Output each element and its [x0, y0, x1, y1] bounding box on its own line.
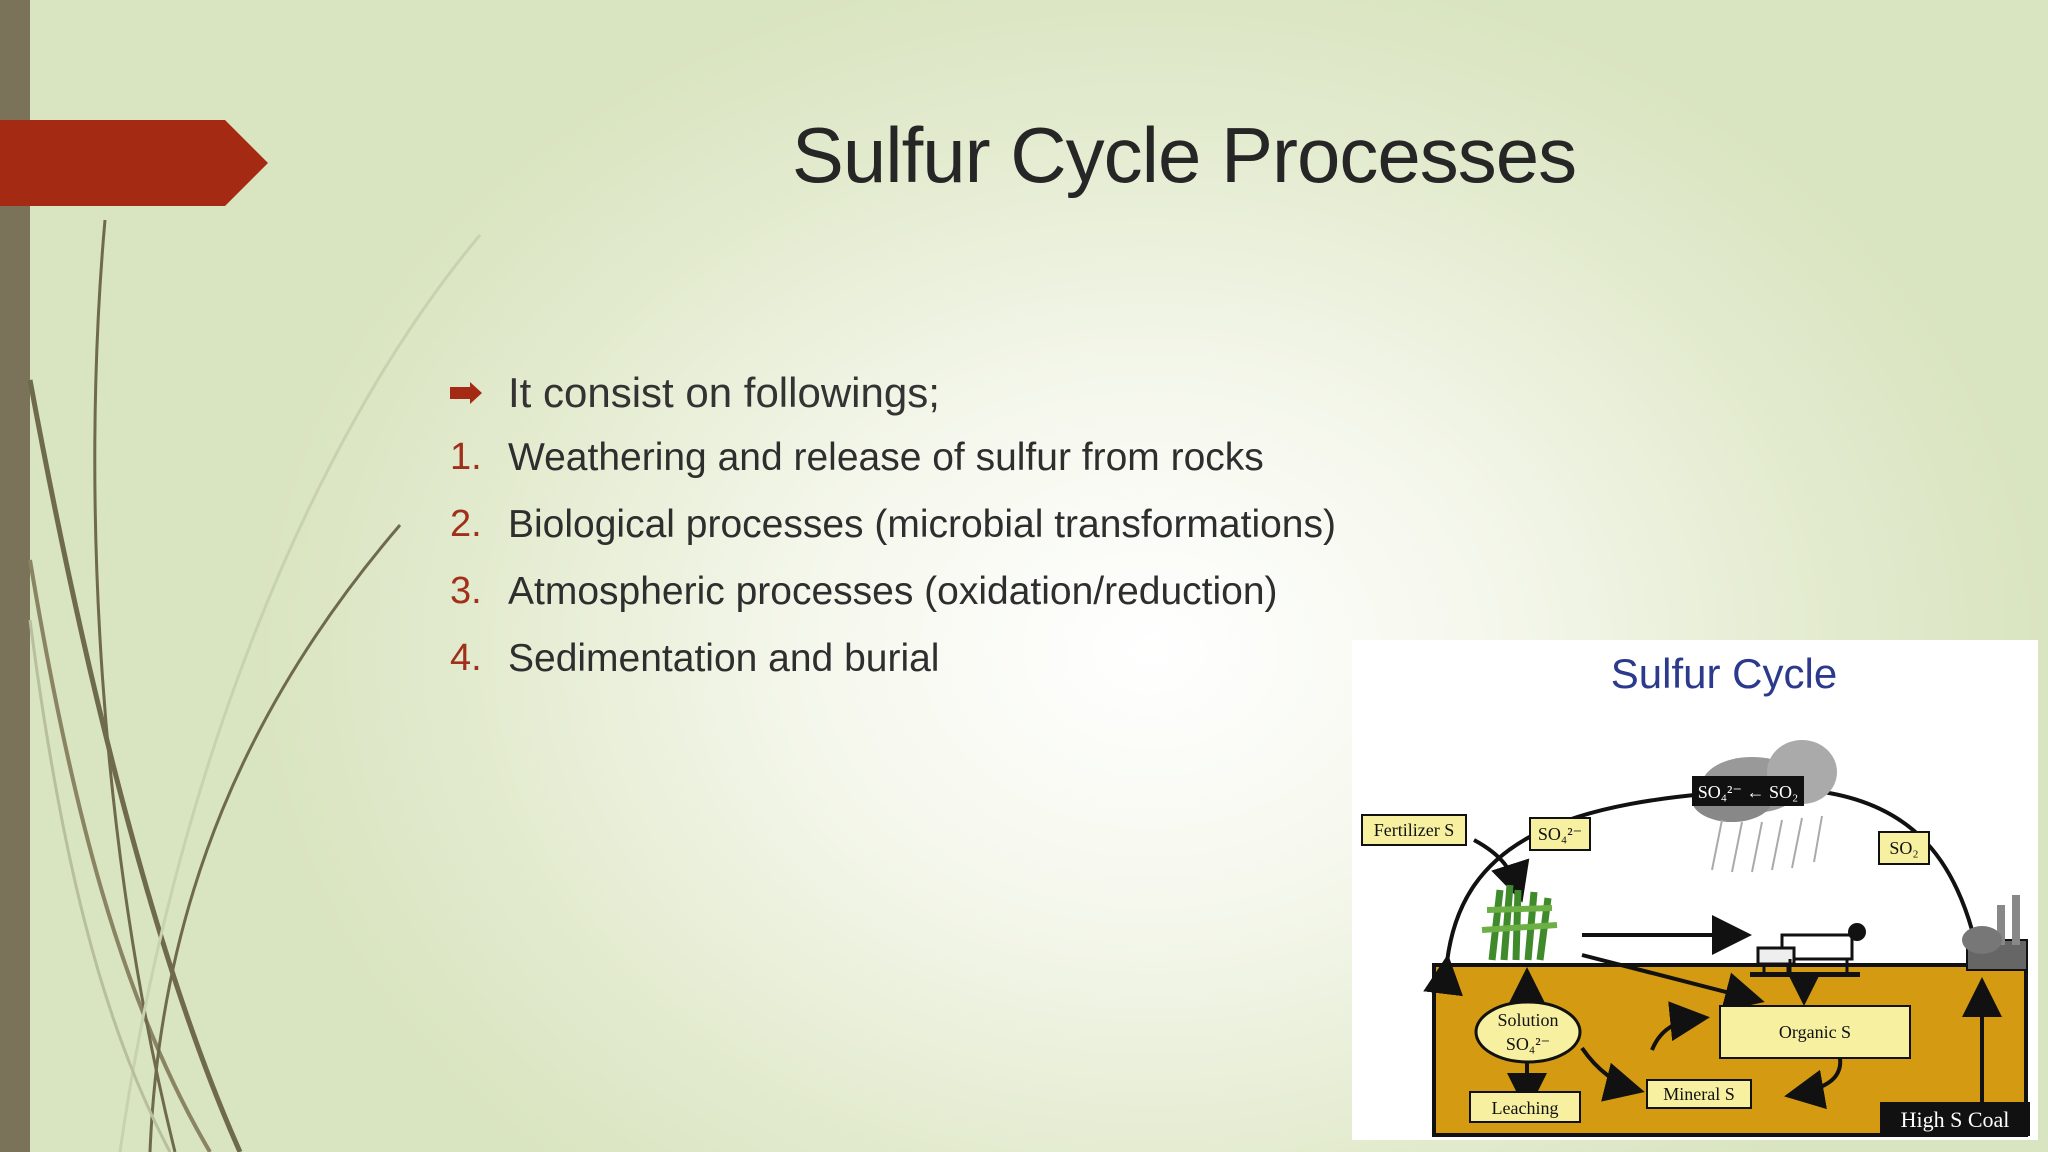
- arrow-bullet-icon: [450, 373, 508, 413]
- solution-label: Solution: [1497, 1010, 1558, 1030]
- list-number: 4.: [450, 637, 482, 679]
- organic-label: Organic S: [1779, 1022, 1851, 1042]
- leaching-label: Leaching: [1492, 1098, 1559, 1118]
- livestock-icon: [1750, 923, 1866, 977]
- factory-icon: [1962, 895, 2028, 971]
- process-list: 1. Weathering and release of sulfur from…: [450, 424, 1350, 692]
- list-text: Biological processes (microbial transfor…: [508, 502, 1336, 546]
- crop-icon: [1481, 884, 1558, 961]
- list-text: Sedimentation and burial: [508, 636, 940, 680]
- slide-content: It consist on followings; 1. Weathering …: [450, 362, 1350, 692]
- mineral-label: Mineral S: [1663, 1084, 1735, 1104]
- diagram-title: Sulfur Cycle: [1611, 650, 1837, 697]
- so4-label: SO₄²⁻: [1538, 824, 1582, 844]
- decorative-leaves: [27, 219, 482, 1152]
- list-item: 1. Weathering and release of sulfur from…: [450, 424, 1350, 491]
- coal-label: High S Coal: [1901, 1107, 2010, 1132]
- fertilizer-label: Fertilizer S: [1374, 820, 1454, 840]
- cloud-label: SO₄²⁻ ← SO₂: [1698, 782, 1798, 802]
- list-text: Weathering and release of sulfur from ro…: [508, 435, 1264, 479]
- intro-text: It consist on followings;: [508, 369, 940, 416]
- solution-so4-label: SO₄²⁻: [1506, 1034, 1550, 1054]
- sulfur-cycle-diagram: Sulfur Cycle: [1352, 640, 2038, 1140]
- intro-bullet: It consist on followings;: [450, 362, 1350, 424]
- so2-label: SO₂: [1889, 838, 1918, 858]
- list-text: Atmospheric processes (oxidation/reducti…: [508, 569, 1278, 613]
- slide-title: Sulfur Cycle Processes: [791, 111, 1577, 199]
- list-number: 3.: [450, 570, 482, 612]
- list-item: 4. Sedimentation and burial: [450, 625, 1350, 692]
- list-item: 3. Atmospheric processes (oxidation/redu…: [450, 558, 1350, 625]
- list-number: 1.: [450, 436, 482, 478]
- list-item: 2. Biological processes (microbial trans…: [450, 491, 1350, 558]
- title-accent-tab: [0, 120, 268, 206]
- list-number: 2.: [450, 503, 482, 545]
